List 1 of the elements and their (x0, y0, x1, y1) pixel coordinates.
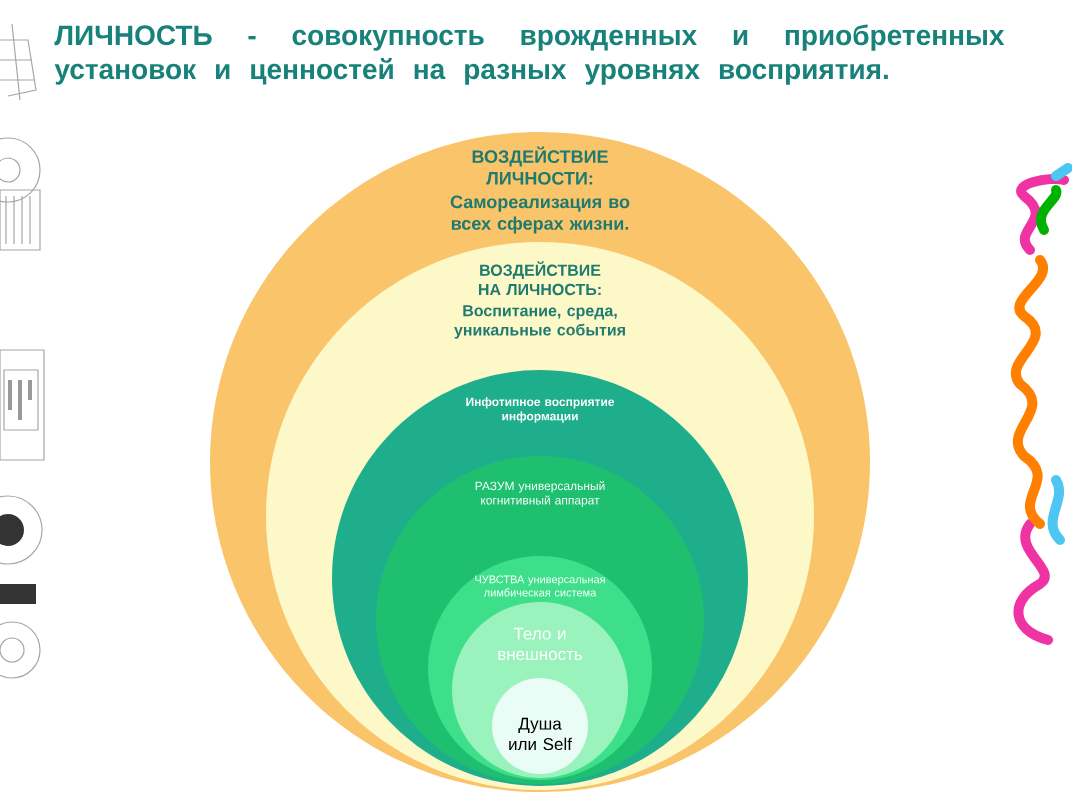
title: ЛИЧНОСТЬ - совокупность врожденных и приобретенных установок и ценностей на разных уровнях восприятия. (54, 24, 1005, 85)
